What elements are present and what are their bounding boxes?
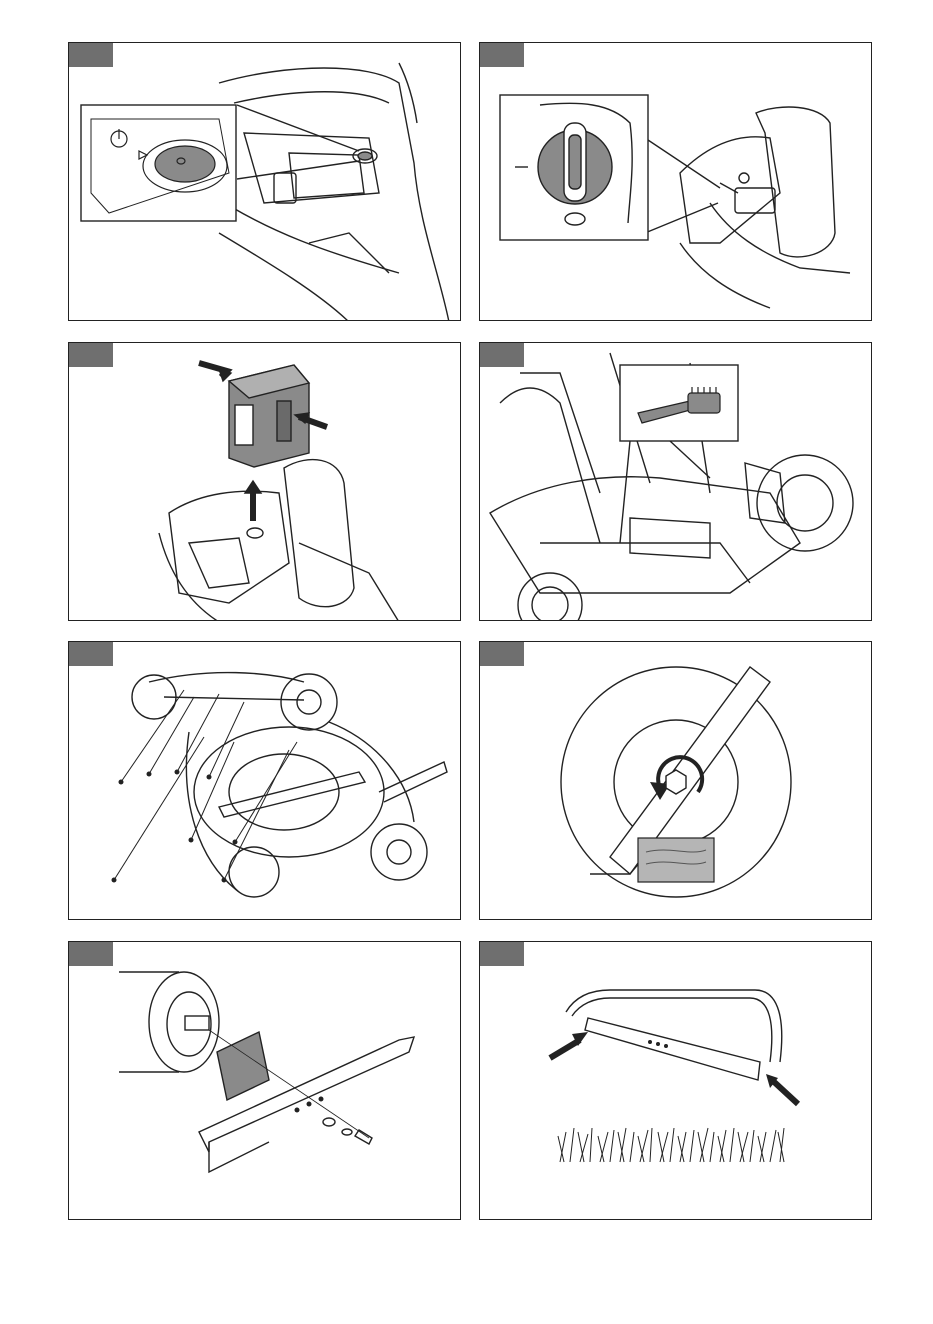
- start-button-closeup-icon: [69, 43, 461, 321]
- page-footer-fragment: [0, 1312, 120, 1324]
- blade-bolt-rotation-icon: [480, 642, 872, 920]
- figure-panel-2: [479, 42, 872, 321]
- safety-key-switch-icon: [480, 43, 872, 321]
- figure-panel-5: [68, 641, 461, 920]
- blade-sharpening-edges-icon: [480, 942, 872, 1220]
- figure-panel-6: [479, 641, 872, 920]
- figure-panel-1: [68, 42, 461, 321]
- figure-panel-4: [479, 342, 872, 621]
- figure-panel-7: [68, 941, 461, 1220]
- blade-assembly-exploded-icon: [69, 942, 461, 1220]
- brush-cleaning-icon: [480, 343, 872, 621]
- figure-panel-3: [68, 342, 461, 621]
- mower-underside-screws-icon: [69, 642, 461, 920]
- battery-removal-icon: [69, 343, 461, 621]
- figure-panel-8: [479, 941, 872, 1220]
